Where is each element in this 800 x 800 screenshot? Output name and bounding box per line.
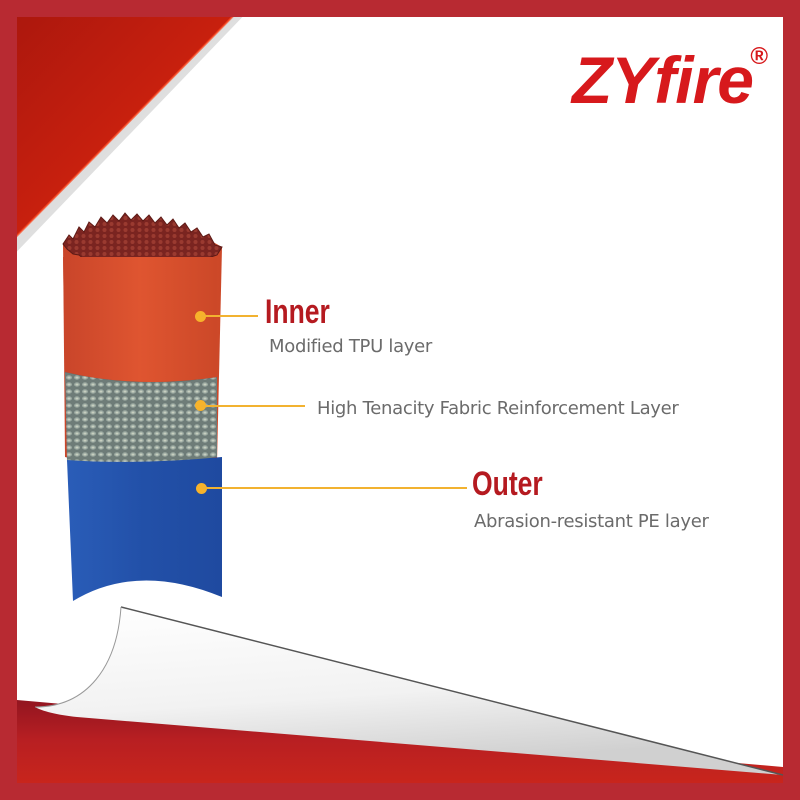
fabric-layer-marker-dot	[195, 400, 206, 411]
fabric-layer-leader-line	[201, 405, 305, 407]
outer-layer-description: Abrasion-resistant PE layer	[474, 511, 709, 532]
registered-mark: ®	[750, 43, 768, 70]
inner-layer-description: Modified TPU layer	[269, 336, 433, 357]
fabric-reinforcement-layer-graphic	[64, 371, 218, 466]
outer-layer-title: Outer	[472, 465, 543, 503]
inner-layer-title: Inner	[265, 293, 330, 331]
outer-layer-leader-line	[202, 487, 467, 489]
brand-name: ZYfire	[571, 43, 754, 117]
inner-layer-marker-dot	[195, 311, 206, 322]
folded-corner-top-left	[17, 17, 243, 252]
inner-layer-leader-line	[201, 315, 258, 317]
hose-cross-section-illustration	[62, 212, 223, 601]
content-panel: ZYfire®	[17, 17, 783, 783]
outer-layer-marker-dot	[196, 483, 207, 494]
outer-pe-layer-graphic	[67, 457, 222, 601]
fabric-layer-description: High Tenacity Fabric Reinforcement Layer	[317, 398, 679, 419]
brand-logo: ZYfire®	[572, 45, 768, 114]
page-curl-bottom	[17, 606, 783, 783]
